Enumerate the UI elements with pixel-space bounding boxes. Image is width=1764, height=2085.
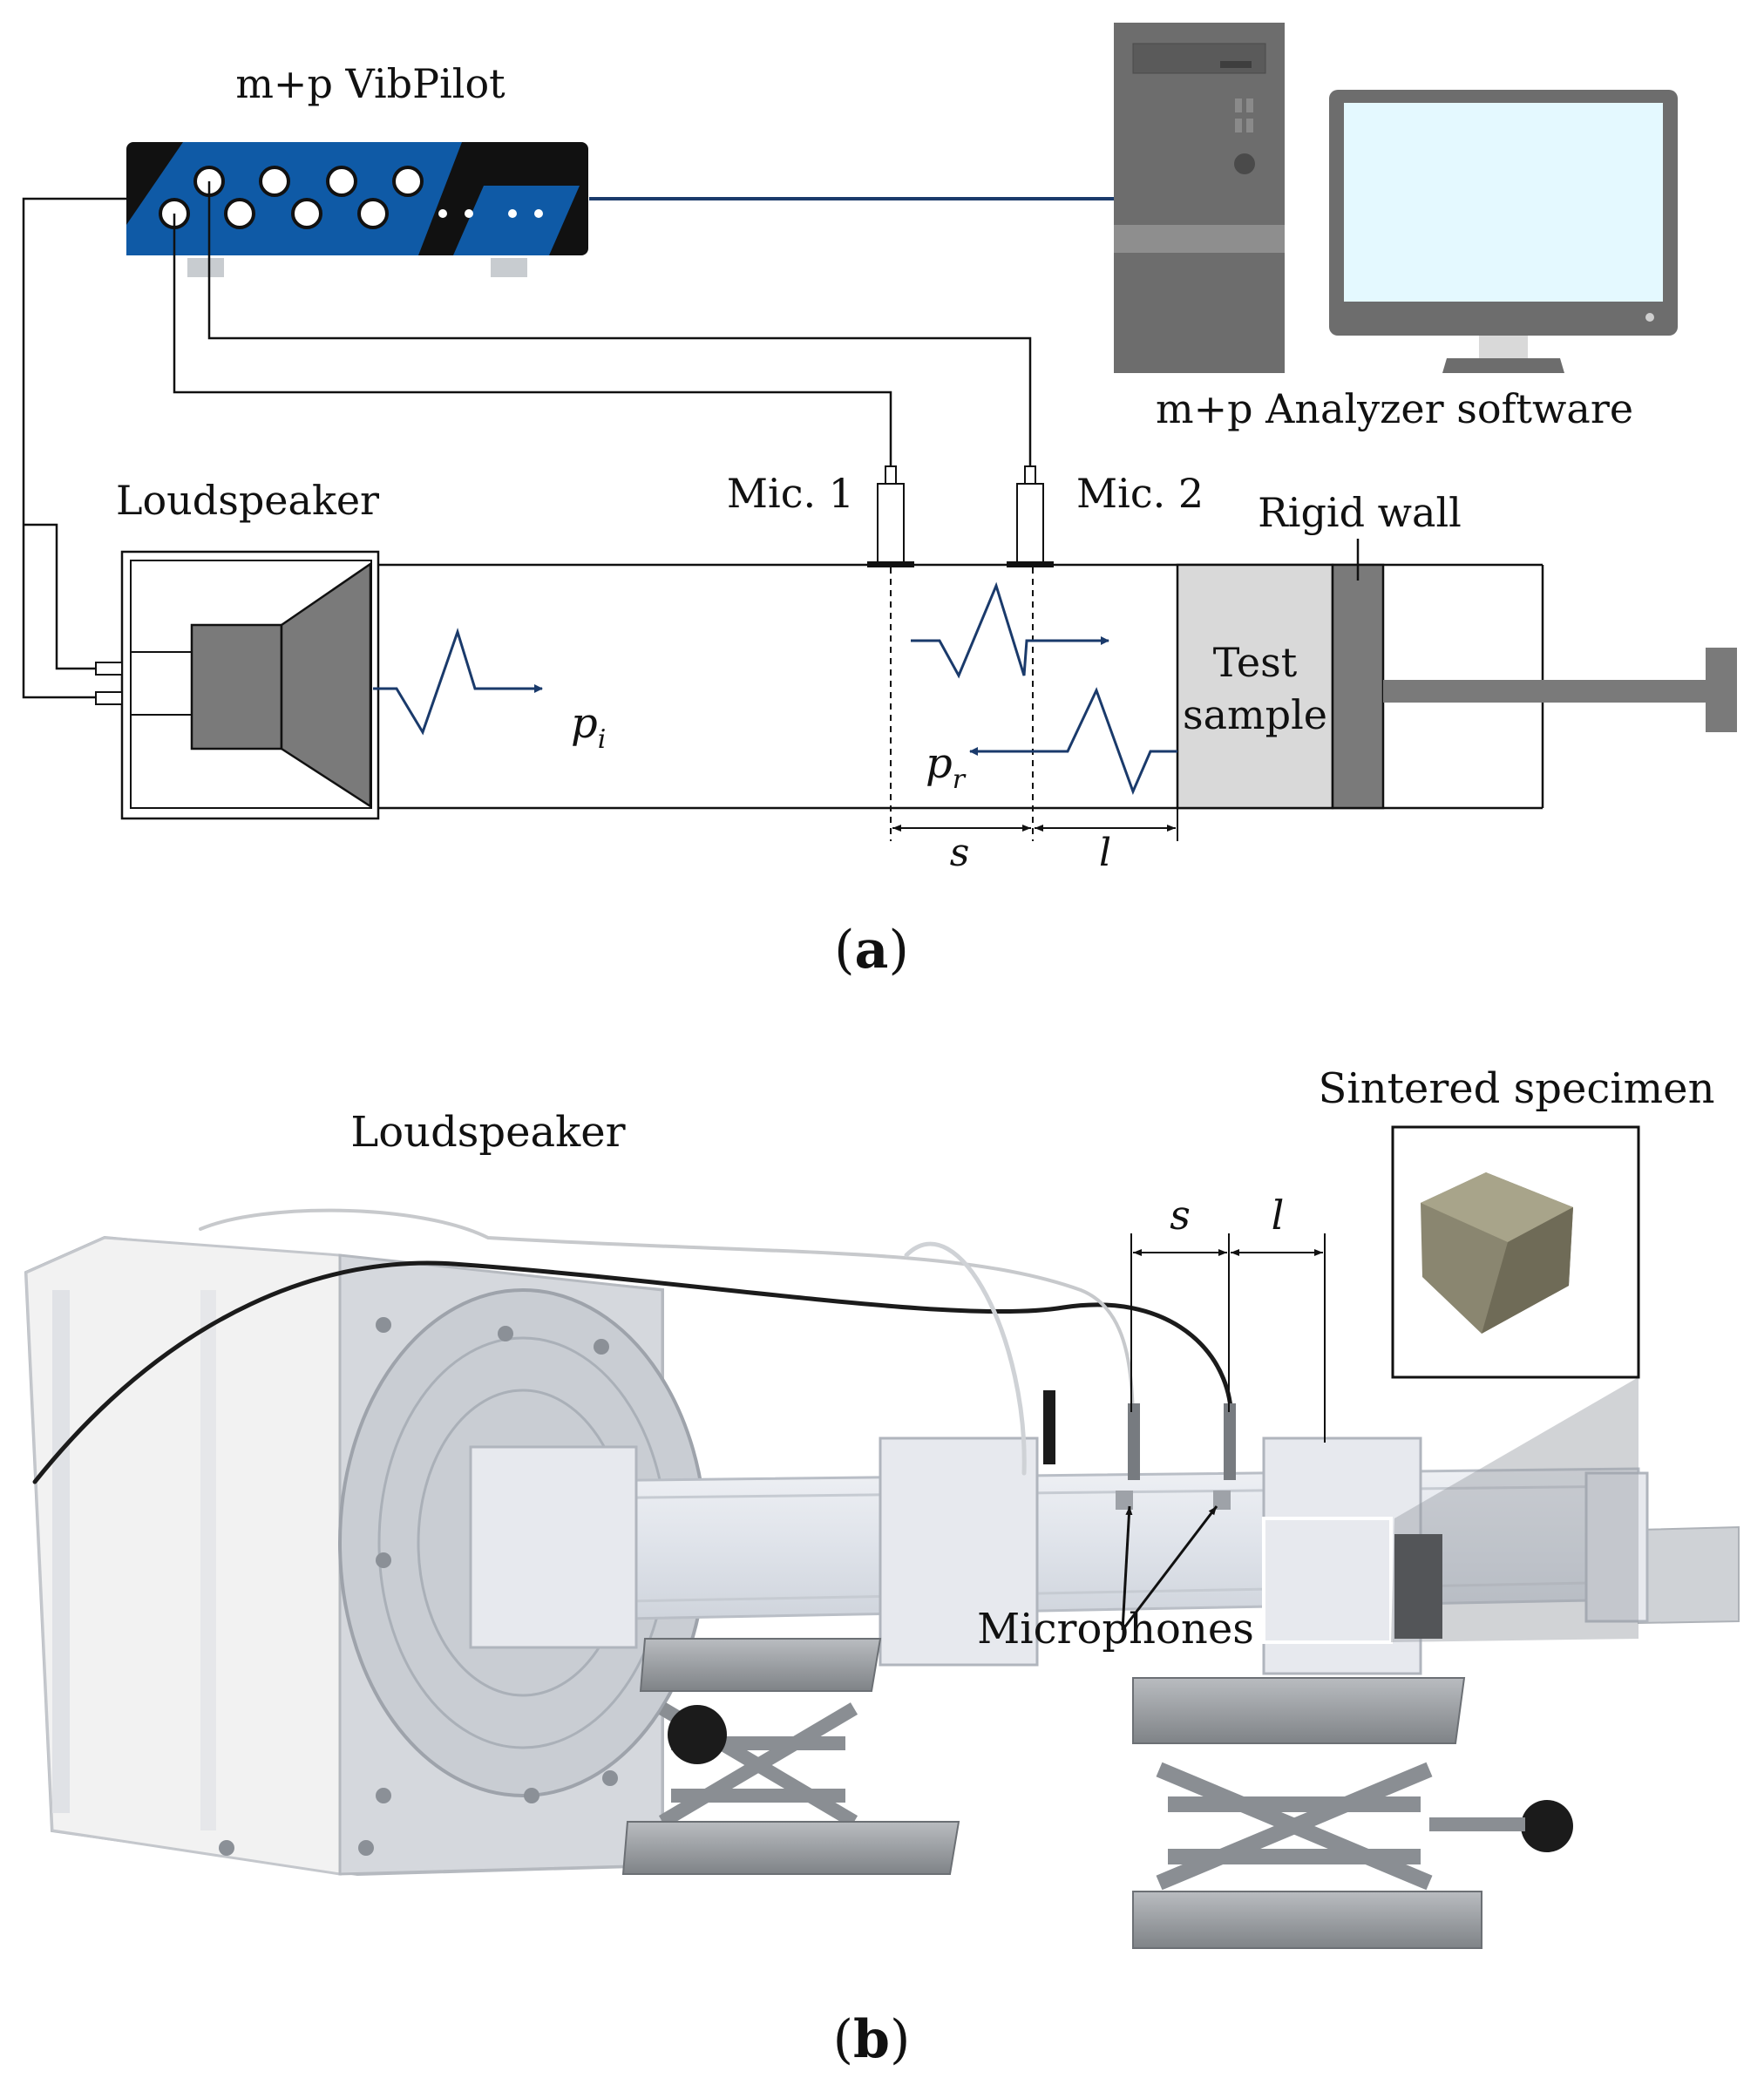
incident-pressure-label: pi — [571, 699, 606, 755]
panel-b-caption: (b) — [833, 2009, 911, 2070]
test-sample-label-line2: sample — [1183, 691, 1327, 738]
rigid-wall-label: Rigid wall — [1258, 489, 1462, 536]
vibpilot-device — [126, 142, 588, 277]
monitor-neck — [1479, 336, 1528, 358]
impedance-tube — [378, 539, 1737, 810]
dimension-s-label-b: s — [1170, 1192, 1191, 1239]
flange-4 — [1584, 1471, 1649, 1623]
monitor-stand — [1442, 358, 1564, 373]
monitor — [1329, 90, 1678, 373]
dimension-l-label-b: l — [1272, 1192, 1285, 1239]
lab-jack-right — [1132, 1677, 1573, 1949]
vibpilot-foot-left — [187, 258, 224, 277]
speaker-magnet — [190, 623, 283, 750]
loudspeaker-label-a: Loudspeaker — [116, 477, 379, 524]
monitor-screen — [1344, 103, 1663, 302]
vibpilot-label: m+p VibPilot — [235, 60, 505, 107]
vibpilot-blue-right-panel — [453, 186, 580, 255]
dimension-s-label-a: s — [950, 831, 970, 875]
dimension-l-label-a: l — [1099, 831, 1111, 875]
panel-a-schematic: m+p VibPilot m+p Analyzer software — [22, 23, 1737, 981]
pc-optical-drive — [1132, 43, 1266, 74]
microphones-label: Microphones — [977, 1605, 1254, 1654]
microphones-photo — [1116, 1403, 1236, 1510]
vibpilot-foot-right — [491, 258, 527, 277]
reflected-region-wave — [911, 581, 1109, 679]
wave-signals — [373, 581, 1177, 796]
specimen-zoom-wedge — [1391, 1377, 1638, 1642]
loudspeaker-schematic — [95, 550, 380, 820]
analyzer-software-label: m+p Analyzer software — [1156, 385, 1633, 432]
mic-1-schematic — [867, 465, 914, 567]
pc-power-button — [1234, 153, 1255, 174]
mic1-cable — [173, 214, 892, 466]
sample-holder-dark — [1394, 1534, 1442, 1639]
mic-2-label: Mic. 2 — [1076, 470, 1204, 517]
lab-jack-left — [621, 1638, 960, 1875]
rigid-wall-piston — [1331, 563, 1385, 810]
reflected-wave — [969, 687, 1177, 796]
reflected-pressure-label: pr — [926, 739, 967, 795]
speaker-cone — [280, 561, 372, 809]
box-bolts — [219, 1317, 618, 1856]
mic-2-schematic — [1007, 465, 1054, 567]
incident-wave — [373, 628, 543, 736]
flange-1 — [469, 1445, 638, 1649]
pc-tower — [1114, 23, 1285, 373]
test-sample-block — [1176, 563, 1334, 810]
speaker-terminal-bottom — [95, 691, 123, 705]
test-sample-label-line1: Test — [1213, 639, 1298, 686]
piston-rod — [1383, 680, 1706, 703]
specimen-inset — [1391, 1125, 1640, 1379]
panel-a-caption: (a) — [834, 920, 909, 981]
mic2-cable — [207, 181, 1032, 466]
mic-position-guides — [890, 567, 1034, 841]
mic-1-label: Mic. 1 — [727, 470, 854, 517]
flange-2 — [879, 1436, 1039, 1667]
vibpilot-small-ports — [438, 209, 543, 218]
sintered-specimen-label: Sintered specimen — [1318, 1064, 1714, 1113]
piston-rod-photo — [1638, 1525, 1740, 1625]
speaker-terminal-top — [95, 662, 123, 676]
specimen-location-box — [1262, 1517, 1393, 1644]
microphone-pointer-1 — [1121, 1505, 1133, 1631]
photo-dimension-guides — [1130, 1233, 1326, 1443]
piston-handle — [1706, 648, 1737, 732]
signal-wiring — [22, 181, 1032, 699]
pc-tower-body — [1114, 23, 1285, 373]
speaker-cable-inner — [24, 523, 112, 670]
loudspeaker-label-b: Loudspeaker — [350, 1108, 625, 1157]
impedance-tube-photo — [469, 1390, 1740, 1675]
microphone-pointer-2 — [1121, 1505, 1218, 1631]
photo-cables — [32, 1208, 1234, 1484]
pc-stripe — [1114, 225, 1285, 253]
speaker-cable-outer — [22, 197, 126, 699]
panel-b-photo: Loudspeaker Sintered specimen — [24, 1064, 1740, 2070]
